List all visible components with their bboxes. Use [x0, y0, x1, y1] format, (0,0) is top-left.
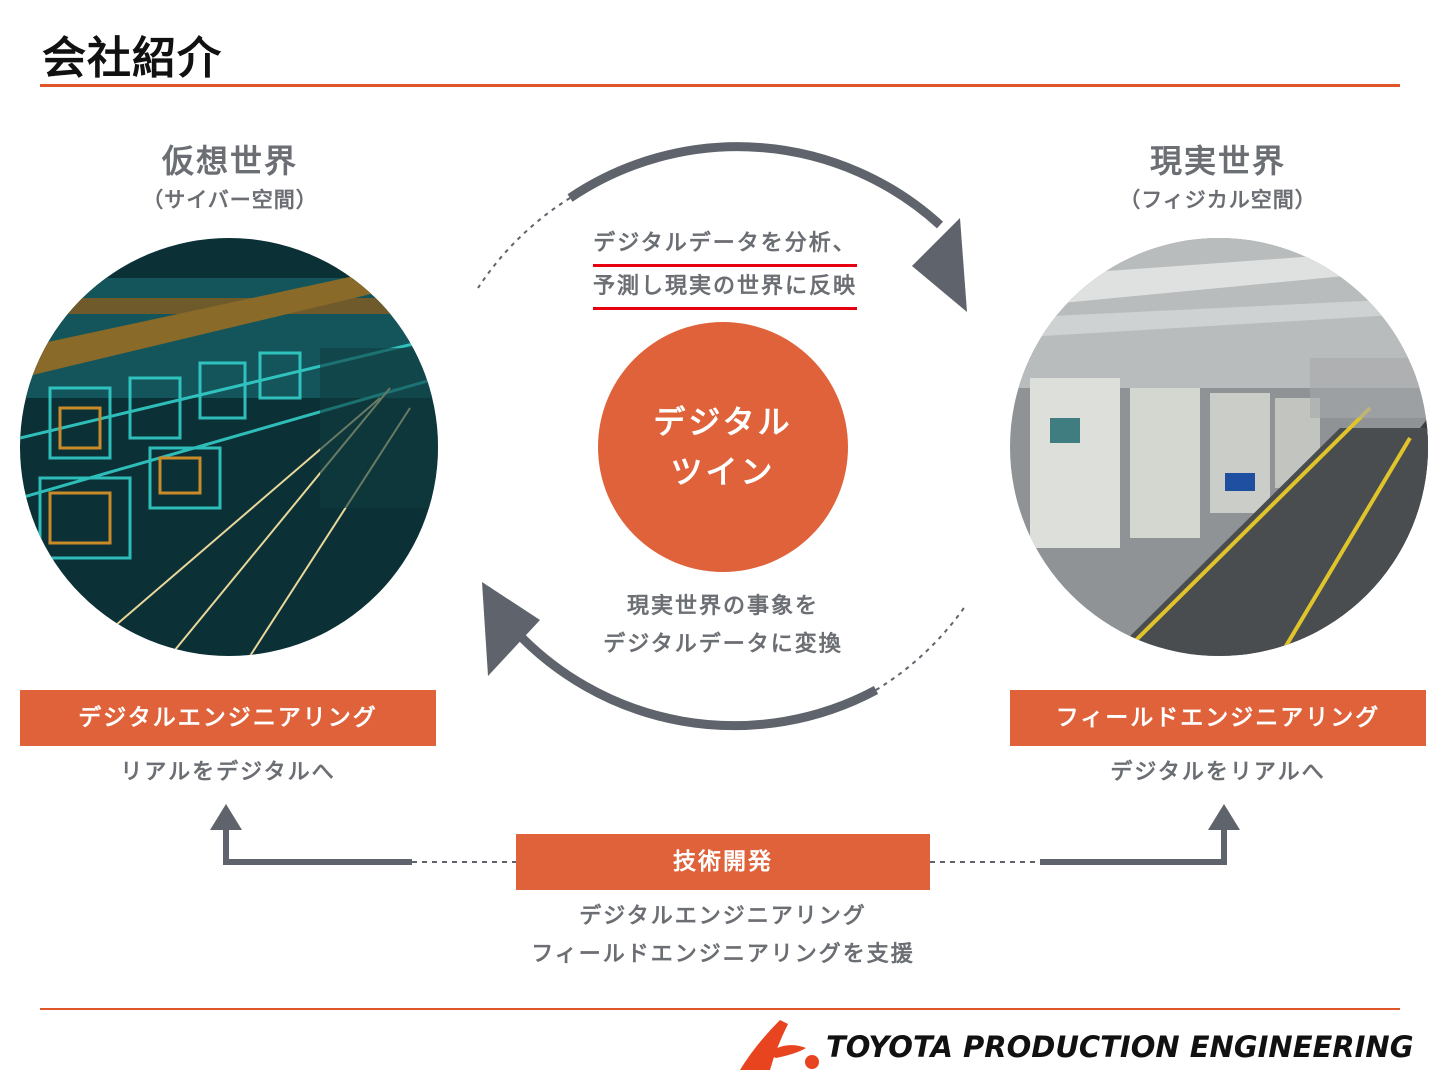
- top-left-dotted-arc: [477, 197, 571, 289]
- virtual-world-subtitle: （サイバー空間）: [142, 188, 318, 212]
- tpe-logo-icon: [740, 1020, 819, 1070]
- tech-development-caption: デジタルエンジニアリング フィールドエンジニアリングを支援: [470, 898, 976, 974]
- page-title: 会社紹介: [42, 33, 222, 84]
- up-arrow-left-icon: [210, 804, 242, 830]
- conversion-line-1: 現実世界の事象を: [626, 594, 819, 619]
- conversion-line-2: デジタルデータに変換: [603, 632, 843, 657]
- digital-engineering-caption: リアルをデジタルへ: [120, 760, 336, 785]
- field-engineering-box: フィールドエンジニアリング: [1010, 690, 1426, 746]
- tech-caption-line-2: フィールドエンジニアリングを支援: [531, 942, 915, 967]
- tech-connector-left-solid: [223, 828, 412, 865]
- analysis-line-1: デジタルデータを分析、: [593, 224, 857, 267]
- real-world-title: 現実世界: [1149, 142, 1286, 180]
- tech-development-box: 技術開発: [516, 834, 930, 890]
- top-arrowhead-icon: [912, 218, 967, 312]
- field-engineering-caption: デジタルをリアルへ: [1110, 760, 1326, 785]
- digital-twin-line-1: デジタル: [653, 403, 793, 441]
- virtual-world-title: 仮想世界: [161, 142, 298, 180]
- bottom-cycle-arc: [506, 622, 879, 731]
- up-arrow-right-icon: [1208, 804, 1240, 830]
- digital-engineering-box: デジタルエンジニアリング: [20, 690, 436, 746]
- brand-name: TOYOTA PRODUCTION ENGINEERING: [826, 1030, 1414, 1064]
- header-divider: [40, 84, 1400, 87]
- footer-divider: [40, 1008, 1400, 1010]
- conversion-message: 現実世界の事象を デジタルデータに変換: [560, 588, 886, 664]
- virtual-factory-image: [20, 238, 438, 656]
- analysis-line-2: 予測し現実の世界に反映: [592, 267, 857, 310]
- real-factory-image: [1010, 238, 1428, 656]
- bottom-arrowhead-icon: [482, 582, 540, 676]
- tech-caption-line-1: デジタルエンジニアリング: [579, 904, 867, 929]
- analysis-message: デジタルデータを分析、 予測し現実の世界に反映: [560, 224, 890, 310]
- digital-twin-circle: デジタル ツイン: [598, 322, 848, 572]
- bottom-right-dotted-arc: [875, 604, 967, 691]
- top-cycle-arc: [567, 142, 944, 229]
- tech-connector-right-solid: [1040, 828, 1227, 865]
- real-world-subtitle: （フィジカル空間）: [1119, 188, 1317, 212]
- digital-twin-line-2: ツイン: [670, 453, 776, 491]
